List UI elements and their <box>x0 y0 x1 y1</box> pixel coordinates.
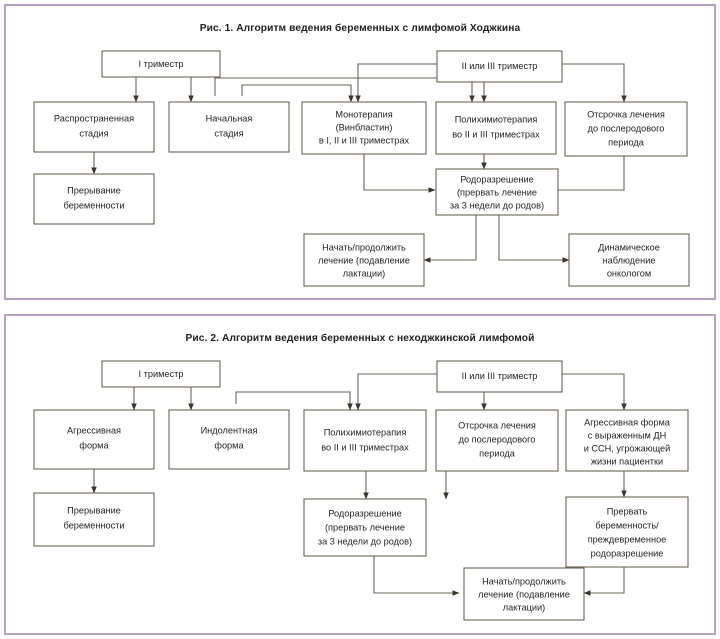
node-pregnancy-termination-line-1: Прерывание <box>67 505 121 515</box>
node-terminate-preterm-delivery[interactable]: Прервать беременность/ преждевременное р… <box>565 496 689 568</box>
node-monotherapy-line-2: (Винбластин) <box>336 122 393 132</box>
node-second-third-trimester[interactable]: II или III триместр <box>436 50 563 83</box>
node-start-continue-treatment-line-1: Начать/продолжить <box>482 576 566 586</box>
node-polychemotherapy[interactable]: Полихимиотерапия во II и III триместрах <box>435 101 557 155</box>
node-postpone-treatment-line-3: периода <box>608 137 645 147</box>
node-dynamic-observation-line-2: наблюдение <box>603 255 656 265</box>
node-postpone-treatment-line-3: периода <box>479 448 516 458</box>
figure-2-nodes: I триместр II или III триместр Агрессивн… <box>33 360 689 621</box>
node-delivery[interactable]: Родоразрешение (прервать лечение за 3 не… <box>435 168 559 216</box>
node-dynamic-observation[interactable]: Динамическое наблюдение онкологом <box>568 233 690 287</box>
figure-2-flowchart: I триместр II или III триместр Агрессивн… <box>33 360 689 621</box>
figure-2-panel: Рис. 2. Алгоритм ведения беременных с не… <box>4 314 716 635</box>
node-polychemotherapy-line-2: во II и III триместрах <box>321 442 409 452</box>
node-second-third-trimester-line-1: II или III триместр <box>462 61 538 71</box>
node-first-trimester-line-1: I триместр <box>139 369 184 379</box>
node-postpone-treatment-line-2: до послеродового <box>459 434 536 444</box>
node-monotherapy-line-3: в I, II и III триместрах <box>319 135 410 145</box>
figure-1-connectors <box>91 63 627 263</box>
node-postpone-treatment-line-2: до послеродового <box>588 123 665 133</box>
node-polychemotherapy[interactable]: Полихимиотерапия во II и III триместрах <box>303 409 427 472</box>
node-pregnancy-termination-line-2: беременности <box>63 200 124 210</box>
node-initial-stage-line-2: стадия <box>214 128 243 138</box>
node-dynamic-observation-line-3: онкологом <box>607 268 651 278</box>
node-initial-stage-line-1: Начальная <box>206 113 253 123</box>
node-pregnancy-termination[interactable]: Прерывание беременности <box>33 492 155 547</box>
node-monotherapy-line-1: Монотерапия <box>335 109 392 119</box>
node-start-continue-treatment-line-2: лечение (подавление <box>478 589 570 599</box>
node-delivery-line-1: Родоразрешение <box>460 174 533 184</box>
node-terminate-preterm-delivery-line-4: родоразрешение <box>591 548 664 558</box>
node-postpone-treatment-line-1: Отсрочка лечения <box>458 420 536 430</box>
node-delivery-line-3: за 3 недели до родов) <box>318 536 412 546</box>
node-pregnancy-termination-line-2: беременности <box>63 520 124 530</box>
node-polychemotherapy-line-1: Полихимиотерапия <box>324 427 407 437</box>
node-advanced-stage[interactable]: Распространенная стадия <box>33 101 155 153</box>
figure-2-connectors <box>91 373 627 596</box>
figure-1-title: Рис. 1. Алгоритм ведения беременных с ли… <box>199 23 521 34</box>
node-first-trimester[interactable]: I триместр <box>101 360 221 388</box>
node-delivery-line-1: Родоразрешение <box>328 508 401 518</box>
node-start-continue-treatment-line-2: лечение (подавление <box>318 255 410 265</box>
node-start-continue-treatment[interactable]: Начать/продолжить лечение (подавление ла… <box>303 233 425 287</box>
node-pregnancy-termination-line-1: Прерывание <box>67 185 121 195</box>
node-advanced-stage-line-2: стадия <box>79 128 108 138</box>
node-dynamic-observation-line-1: Динамическое <box>598 242 660 252</box>
node-postpone-treatment[interactable]: Отсрочка лечения до послеродового период… <box>564 101 688 157</box>
figure-1-flowchart: I триместр II или III триместр Распростр… <box>33 50 690 287</box>
node-aggressive-form-severe-line-3: и ССН, угрожающей <box>584 443 671 453</box>
node-polychemotherapy-line-1: Полихимиотерапия <box>455 114 538 124</box>
node-start-continue-treatment-line-3: лактации) <box>343 268 385 278</box>
node-aggressive-form-severe-line-2: с выраженным ДН <box>588 430 667 440</box>
node-advanced-stage-line-1: Распространенная <box>54 113 134 123</box>
node-delivery-line-2: (прервать лечение <box>457 187 537 197</box>
node-second-third-trimester[interactable]: II или III триместр <box>436 360 563 393</box>
node-delivery[interactable]: Родоразрешение (прервать лечение за 3 не… <box>303 498 427 557</box>
node-start-continue-treatment-line-3: лактации) <box>503 602 545 612</box>
node-initial-stage[interactable]: Начальная стадия <box>168 101 290 153</box>
node-second-third-trimester-line-1: II или III триместр <box>462 371 538 381</box>
node-first-trimester-line-1: I триместр <box>139 59 184 69</box>
node-postpone-treatment-line-1: Отсрочка лечения <box>587 109 665 119</box>
node-delivery-line-2: (прервать лечение <box>325 522 405 532</box>
node-terminate-preterm-delivery-line-1: Прервать <box>607 506 648 516</box>
figure-1-panel: Рис. 1. Алгоритм ведения беременных с ли… <box>4 4 716 300</box>
node-aggressive-form-line-2: форма <box>79 440 109 450</box>
node-postpone-treatment[interactable]: Отсрочка лечения до послеродового период… <box>435 409 559 472</box>
figure-2-title: Рис. 2. Алгоритм ведения беременных с не… <box>185 333 535 344</box>
node-delivery-line-3: за 3 недели до родов) <box>450 200 544 210</box>
node-aggressive-form-severe-line-1: Агрессивная форма <box>584 417 671 427</box>
node-start-continue-treatment[interactable]: Начать/продолжить лечение (подавление ла… <box>463 567 585 621</box>
node-terminate-preterm-delivery-line-3: преждевременное <box>588 534 667 544</box>
node-monotherapy[interactable]: Монотерапия (Винбластин) в I, II и III т… <box>301 101 427 155</box>
node-first-trimester[interactable]: I триместр <box>101 50 221 78</box>
node-terminate-preterm-delivery-line-2: беременность/ <box>595 520 659 530</box>
node-aggressive-form-severe[interactable]: Агрессивная форма с выраженным ДН и ССН,… <box>565 409 689 472</box>
node-indolent-form[interactable]: Индолентная форма <box>168 409 290 470</box>
node-start-continue-treatment-line-1: Начать/продолжить <box>322 242 406 252</box>
figure-1-nodes: I триместр II или III триместр Распростр… <box>33 50 690 287</box>
node-pregnancy-termination[interactable]: Прерывание беременности <box>33 173 155 225</box>
node-indolent-form-line-1: Индолентная <box>201 425 258 435</box>
node-aggressive-form-severe-line-4: жизни пациентки <box>591 456 663 466</box>
node-aggressive-form[interactable]: Агрессивная форма <box>33 409 155 470</box>
node-indolent-form-line-2: форма <box>214 440 244 450</box>
node-aggressive-form-line-1: Агрессивная <box>67 425 121 435</box>
node-polychemotherapy-line-2: во II и III триместрах <box>452 129 540 139</box>
